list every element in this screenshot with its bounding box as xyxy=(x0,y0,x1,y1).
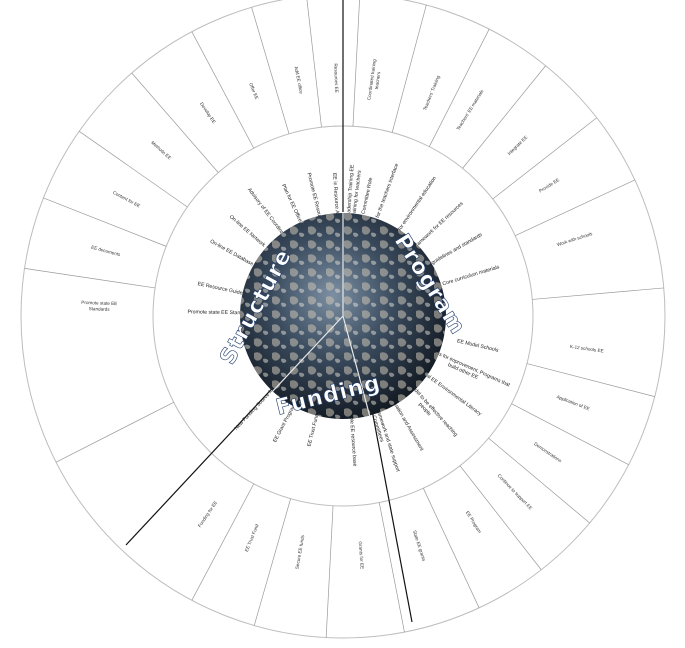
outer-ring-label-4: Provide EE xyxy=(538,177,560,193)
outer-ring-label-20: Develop EE xyxy=(199,101,217,124)
inner-ring-label-17: EE Resource Guide xyxy=(197,281,243,296)
outer-cell-divider xyxy=(79,131,187,207)
outer-cell-divider xyxy=(527,364,655,397)
outer-ring-label-12: Grants for EE xyxy=(358,541,365,569)
outer-ring-label-15: Funding for EE xyxy=(197,500,218,528)
inner-ring-label-6: EE Model Schools xyxy=(456,338,499,353)
outer-cell-divider xyxy=(379,503,404,633)
outer-ring-label-19: Methods EE xyxy=(150,140,172,160)
outer-ring-label-3: Integrate EE xyxy=(507,135,529,156)
outer-ring-label-18: Content for EE xyxy=(112,190,141,209)
outer-ring-label-22: Add EE office xyxy=(294,66,304,95)
outer-cell-divider xyxy=(56,402,174,462)
outer-ring-label-14: EE Trust Fund xyxy=(244,523,260,553)
outer-ring-label-5: Work with schools xyxy=(556,231,593,247)
outer-cell-divider xyxy=(326,506,333,638)
inner-ring-label-18: On-line EE Database xyxy=(209,239,255,268)
outer-cell-divider xyxy=(192,484,254,601)
outer-cell-divider xyxy=(512,404,629,465)
outer-cell-divider xyxy=(25,268,156,288)
inner-ring-label-19: On-line EE Network xyxy=(228,214,267,249)
outer-ring-label-23: Resources EE xyxy=(333,63,339,93)
outer-ring-label-11: State EE grants xyxy=(412,530,427,563)
outer-cell-divider xyxy=(463,66,546,169)
outer-cell-divider xyxy=(192,32,254,149)
outer-ring-label-2: Teachers' EE materials xyxy=(455,88,484,131)
outer-ring-label-8: Demonstrations xyxy=(533,441,563,464)
inner-ring-label-13: EE Trust Fund xyxy=(307,413,321,447)
outer-ring-label-10: EE Program xyxy=(465,510,483,534)
outer-ring-label-0: Coordinated trainingteachers xyxy=(366,58,383,101)
outer-ring-label-17: EE documents xyxy=(91,245,122,258)
outer-cell-divider xyxy=(307,0,322,127)
outer-cell-divider xyxy=(515,180,635,236)
outer-cell-divider xyxy=(252,7,289,134)
outer-ring-label-21: Offer EE xyxy=(248,82,259,100)
outer-cell-divider xyxy=(132,73,219,173)
outer-cell-divider xyxy=(353,0,360,126)
outer-cell-divider xyxy=(423,488,479,608)
earth-globe: Structure Program Funding xyxy=(215,213,470,421)
outer-ring-label-1: Teachers' Training xyxy=(422,74,441,111)
outer-ring-label-9: Continue to support EE xyxy=(497,473,534,511)
inner-ring-label-21: Plan for EE Office xyxy=(280,183,303,223)
outer-cell-divider xyxy=(392,5,426,133)
outer-ring-label-6: K-12 schools EE xyxy=(570,344,604,354)
outer-ring-label-7: Application of EE xyxy=(556,394,590,411)
outer-cell-divider xyxy=(532,288,663,300)
outer-ring-label-16: Promote state EEStandards xyxy=(81,300,117,312)
outer-cell-divider xyxy=(254,499,290,626)
outer-cell-divider xyxy=(43,198,166,246)
outer-ring-label-13: Secure EE funds xyxy=(294,534,305,570)
